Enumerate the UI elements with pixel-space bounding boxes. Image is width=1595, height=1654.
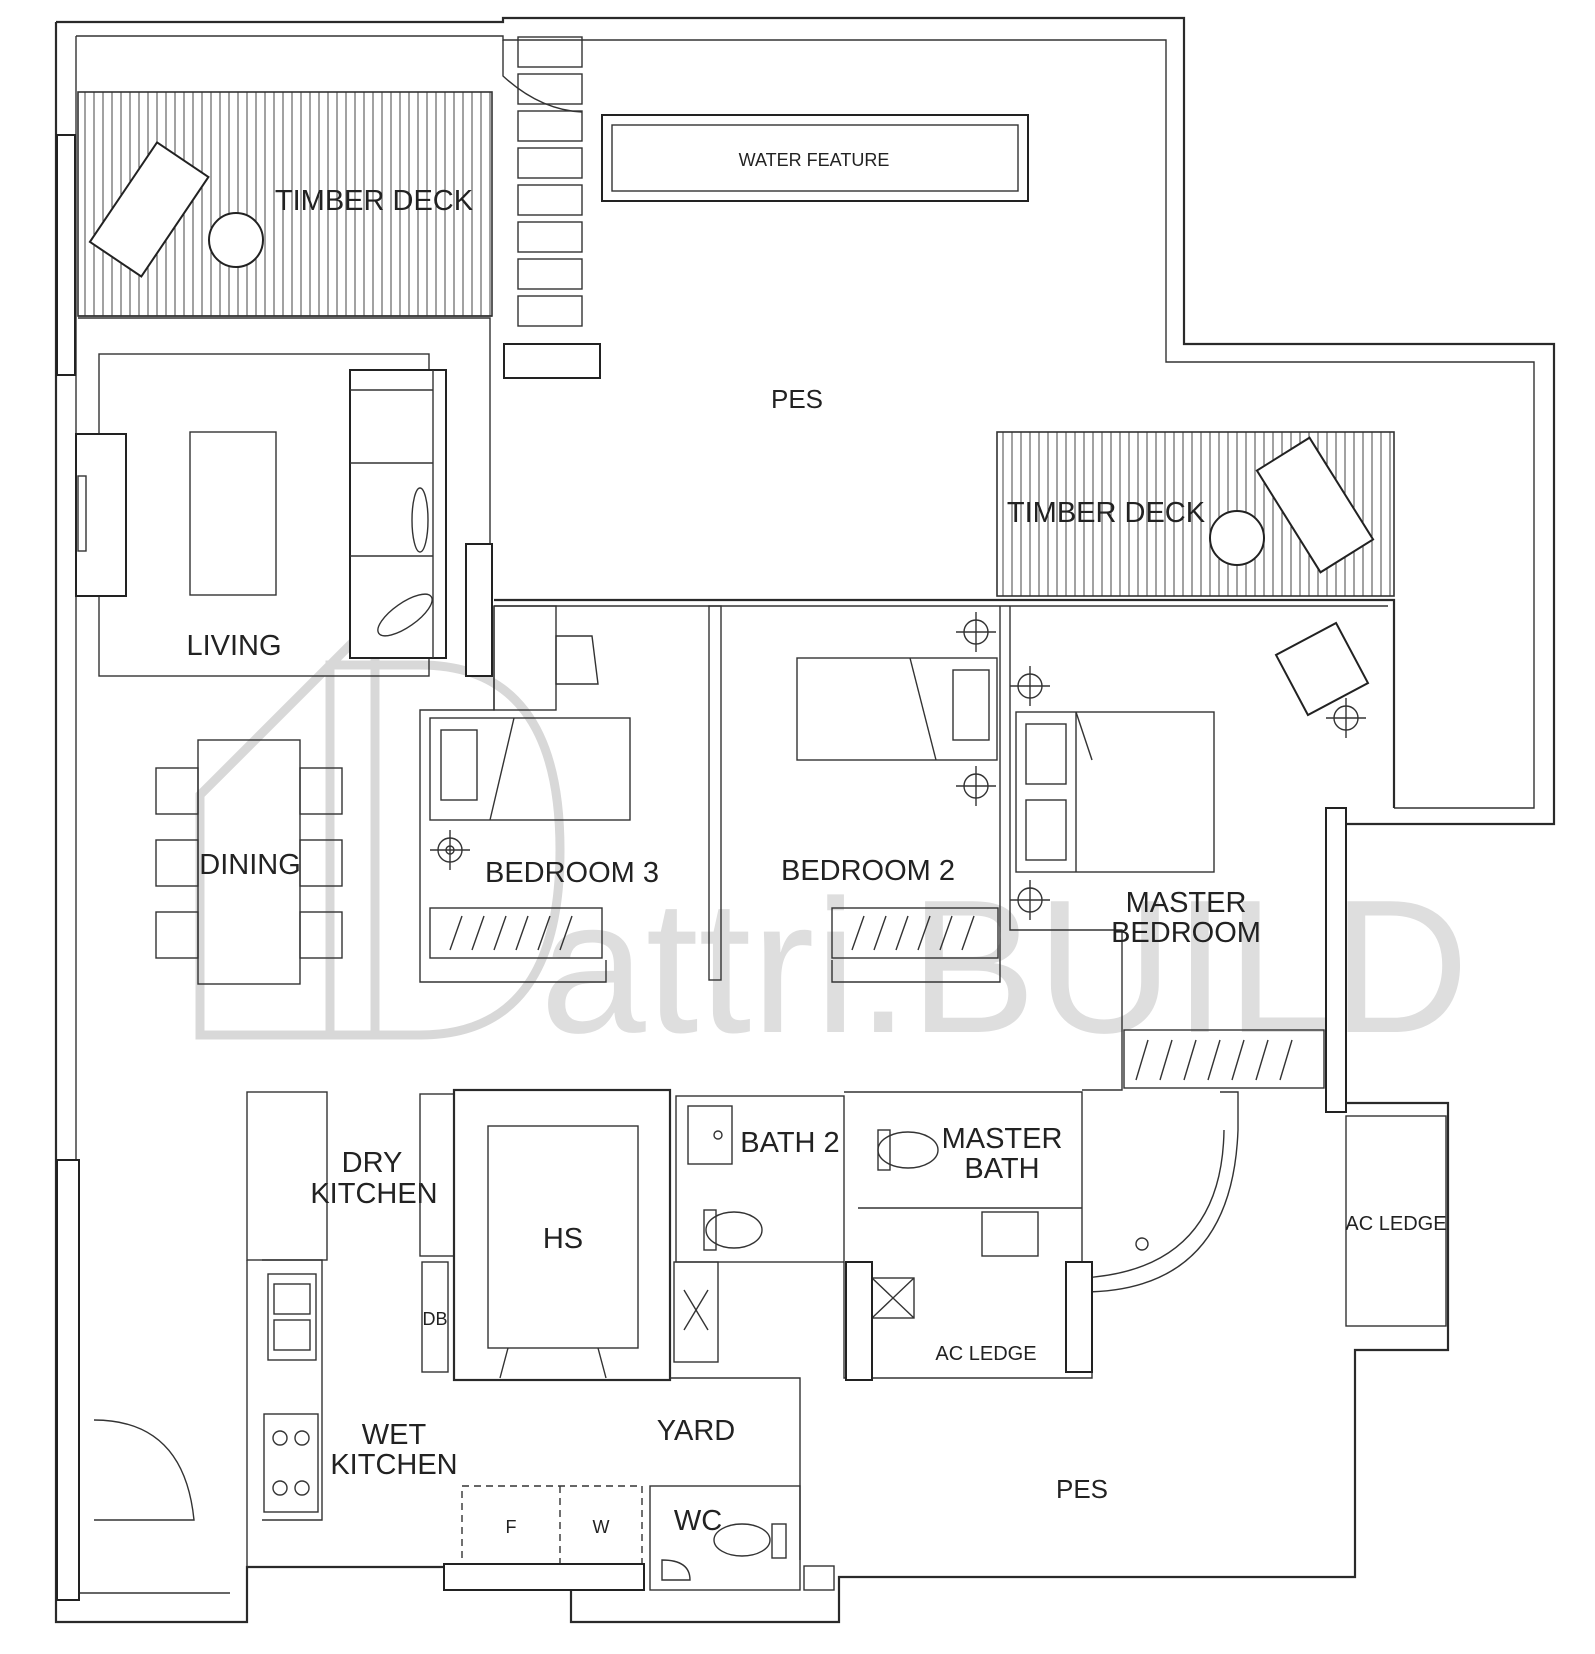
dining-area: DINING <box>155 739 343 985</box>
label-ac-ledge-right: AC LEDGE <box>1345 1213 1446 1235</box>
label-living: LIVING <box>186 630 281 662</box>
sink <box>267 1273 317 1361</box>
label-timber-deck-1: TIMBER DECK <box>275 185 474 217</box>
label-dry-kitchen-1: DRY <box>342 1147 403 1179</box>
toilet-master-bath <box>877 1131 939 1169</box>
label-water-feature: WATER FEATURE <box>739 150 890 170</box>
side-table <box>208 212 264 268</box>
master-bath: MASTER BATH <box>844 1091 1083 1319</box>
label-master-bedroom-2: BEDROOM <box>1111 917 1261 949</box>
bath-2: BATH 2 <box>673 1095 845 1363</box>
basin-bath-2 <box>687 1105 733 1165</box>
yard: F W YARD <box>443 1377 801 1591</box>
stepping-stones <box>502 36 583 327</box>
armchair <box>1274 621 1370 717</box>
label-hs: HS <box>543 1223 583 1255</box>
label-master-bath-1: MASTER <box>942 1123 1063 1155</box>
shower-bath-2 <box>673 1261 719 1363</box>
master-bedroom: MASTER BEDROOM <box>1009 606 1370 1113</box>
bedroom-3: BEDROOM 3 <box>419 598 1396 983</box>
bed-3 <box>429 717 631 821</box>
label-pes-bottom: PES <box>1056 1474 1108 1504</box>
label-master-bath-2: BATH <box>964 1153 1039 1185</box>
label-yard: YARD <box>657 1415 735 1447</box>
label-dry-kitchen-2: KITCHEN <box>310 1178 437 1210</box>
lounge-chair <box>88 140 210 278</box>
label-master-bedroom-1: MASTER <box>1126 887 1247 919</box>
label-timber-deck-2: TIMBER DECK <box>1007 497 1206 529</box>
timber-deck-top-left: TIMBER DECK <box>77 91 493 317</box>
wardrobe-3 <box>429 907 603 959</box>
water-feature: WATER FEATURE <box>601 114 1029 202</box>
toilet-wc <box>713 1523 771 1557</box>
label-bedroom-3: BEDROOM 3 <box>485 857 659 889</box>
ac-ledge-right: AC LEDGE <box>1345 1115 1447 1327</box>
master-shower <box>1081 1091 1239 1293</box>
label-db: DB <box>422 1309 447 1329</box>
label-washer: W <box>593 1517 610 1537</box>
basin-master-bath <box>981 1211 1039 1257</box>
bedroom-2: BEDROOM 2 <box>708 605 1001 983</box>
bed-2 <box>796 657 998 761</box>
dry-kitchen: DRY KITCHEN <box>246 1091 438 1567</box>
wardrobe-2 <box>831 907 999 959</box>
label-fridge: F <box>506 1517 517 1537</box>
ac-ledge-mid: AC LEDGE <box>843 1261 1093 1381</box>
master-bed <box>1015 711 1215 873</box>
hob <box>263 1413 319 1513</box>
db-box <box>421 1261 449 1373</box>
master-wardrobe <box>1123 1029 1325 1089</box>
household-shelter: HS DB <box>419 1088 672 1382</box>
label-wet-kitchen-2: KITCHEN <box>330 1449 457 1481</box>
side-table-2 <box>1209 510 1265 566</box>
label-wc: WC <box>674 1505 722 1537</box>
label-bath-2: BATH 2 <box>740 1127 839 1159</box>
tv-console <box>75 433 127 597</box>
coffee-table <box>189 431 277 596</box>
living-room: LIVING <box>75 317 493 677</box>
watermark-d-letter <box>325 660 565 1040</box>
wet-kitchen: WET KITCHEN <box>93 1259 458 1521</box>
wc: WC <box>649 1485 835 1591</box>
timber-deck-right: TIMBER DECK <box>996 431 1395 597</box>
outer-walls <box>54 16 1556 1624</box>
watermark-house-icon <box>195 609 380 1040</box>
label-wet-kitchen-1: WET <box>362 1419 427 1451</box>
entrance-door <box>93 1419 195 1521</box>
kitchen-counter <box>246 1091 328 1261</box>
sofa <box>349 369 447 659</box>
label-dining: DINING <box>199 849 301 881</box>
label-bedroom-2: BEDROOM 2 <box>781 855 955 887</box>
watermark-brand-text: attri.BUILD <box>540 861 1469 1073</box>
label-ac-ledge-mid: AC LEDGE <box>935 1343 1036 1365</box>
lounge-chair-2 <box>1255 436 1375 574</box>
watermark: attri.BUILD <box>195 609 1469 1073</box>
gate-swing-arc <box>502 40 583 113</box>
label-pes-top: PES <box>771 384 823 414</box>
toilet-bath-2 <box>705 1211 763 1249</box>
